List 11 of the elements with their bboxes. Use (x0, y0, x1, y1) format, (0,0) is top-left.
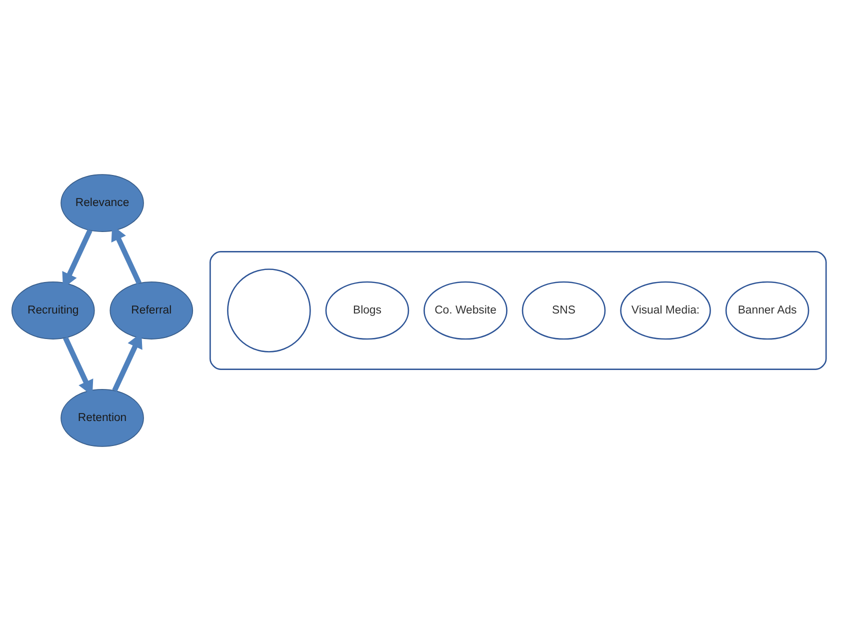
node-ellipse: Visual Media: (620, 281, 711, 340)
node-circle (227, 268, 311, 352)
node-ellipse: Banner Ads (725, 281, 810, 340)
node-ellipse: Relevance (60, 174, 144, 232)
node-ellipse: Blogs (325, 281, 410, 340)
node-ellipse: SNS (522, 281, 606, 340)
node-ellipse: Co. Website (424, 281, 508, 340)
node-ellipse: Referral (110, 282, 194, 340)
node-ellipse: Recruiting (11, 282, 95, 340)
node-ellipse: Retention (60, 389, 144, 447)
cluster (210, 251, 827, 370)
